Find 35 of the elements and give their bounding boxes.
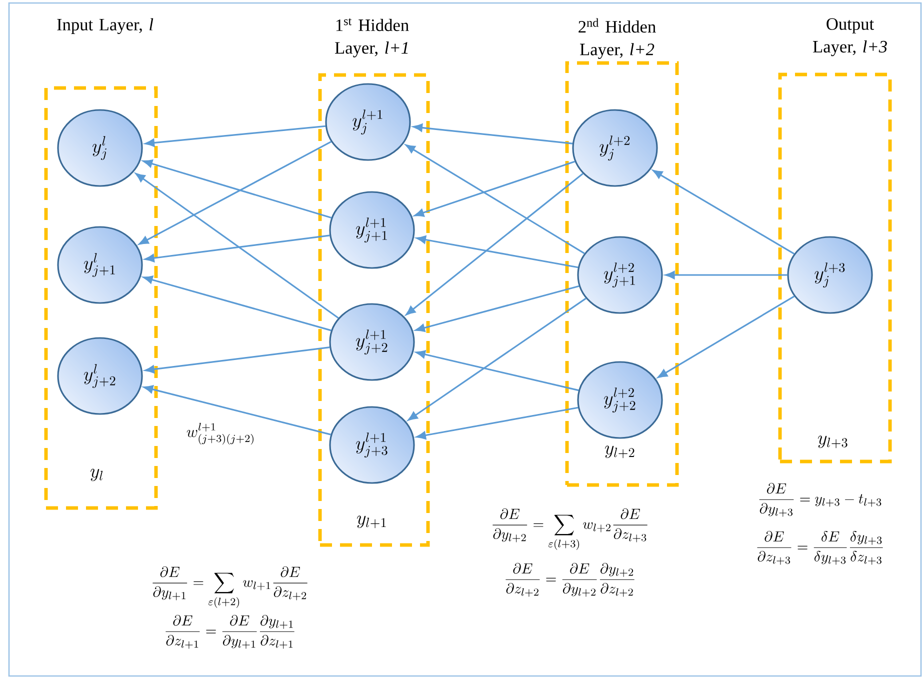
layer-output-label: $y_l$ [90, 468, 103, 482]
arrow [144, 234, 330, 262]
edge-label: $w^{l+1}_{(j+3)(j+2)}$ [185, 422, 257, 446]
layer-heading: Output Layer, l+3 [813, 18, 887, 56]
arrow [138, 140, 332, 245]
equation: $\frac{\partial E}{\partial z_{l+3}} = \frac{\delta E}{\delta y_{l+3}} \frac{\delta y_{l+3}}{\delta z_{l+3}}$ [757, 530, 883, 565]
arrow [652, 170, 795, 255]
arrow [408, 298, 586, 421]
arrow [142, 160, 332, 219]
arrow [144, 385, 331, 436]
layer-output-label: $y_{l+3}$ [818, 436, 848, 448]
arrow [415, 285, 580, 332]
arrow [658, 296, 795, 378]
arrow [414, 160, 576, 217]
arrow [416, 350, 579, 392]
layer-output-label: $y_{l+2}$ [604, 446, 634, 458]
layer-heading: Input Layer, l [57, 18, 154, 34]
equation: $\frac{\partial E}{\partial z_{l+1}} = \frac{\partial E}{\partial y_{l+1}} \frac{\partial y_{l+1}}{\partial z_{l+1}}$ [166, 614, 294, 649]
arrow [406, 173, 584, 316]
arrow [665, 270, 788, 280]
layer-output-label: $y_{l+1}$ [356, 516, 386, 528]
arrow [416, 406, 578, 440]
layer-heading: 2$^{nd}$ Hidden Layer, l+2 [578, 18, 656, 59]
arrow [416, 236, 578, 268]
arrow [135, 173, 339, 319]
layer-heading: 1$^{st}$ Hidden Layer, l+1 [335, 18, 409, 58]
arrow [406, 144, 585, 254]
equation: $\frac{\partial E}{\partial y_{l+2}} = \sum_{\varepsilon(l+3)} w_{l+2} \frac{\partial E}{\partial z_{l+3}}$ [492, 508, 648, 550]
equation: $\frac{\partial E}{\partial y_{l+3}} = y_{l+3} - t_{l+3}$ [759, 482, 882, 517]
equation: $\frac{\partial E}{\partial y_{l+1}} = \sum_{\varepsilon(l+2)} w_{l+1} \frac{\partial E}{\partial z_{l+2}}$ [152, 566, 308, 608]
arrow [143, 276, 332, 332]
arrow [144, 346, 330, 374]
arrow [144, 125, 326, 147]
equation: $\frac{\partial E}{\partial z_{l+2}} = \frac{\partial E}{\partial y_{l+2}} \frac{\partial y_{l+2}}{\partial z_{l+2}}$ [506, 562, 634, 597]
arrow [412, 124, 573, 144]
